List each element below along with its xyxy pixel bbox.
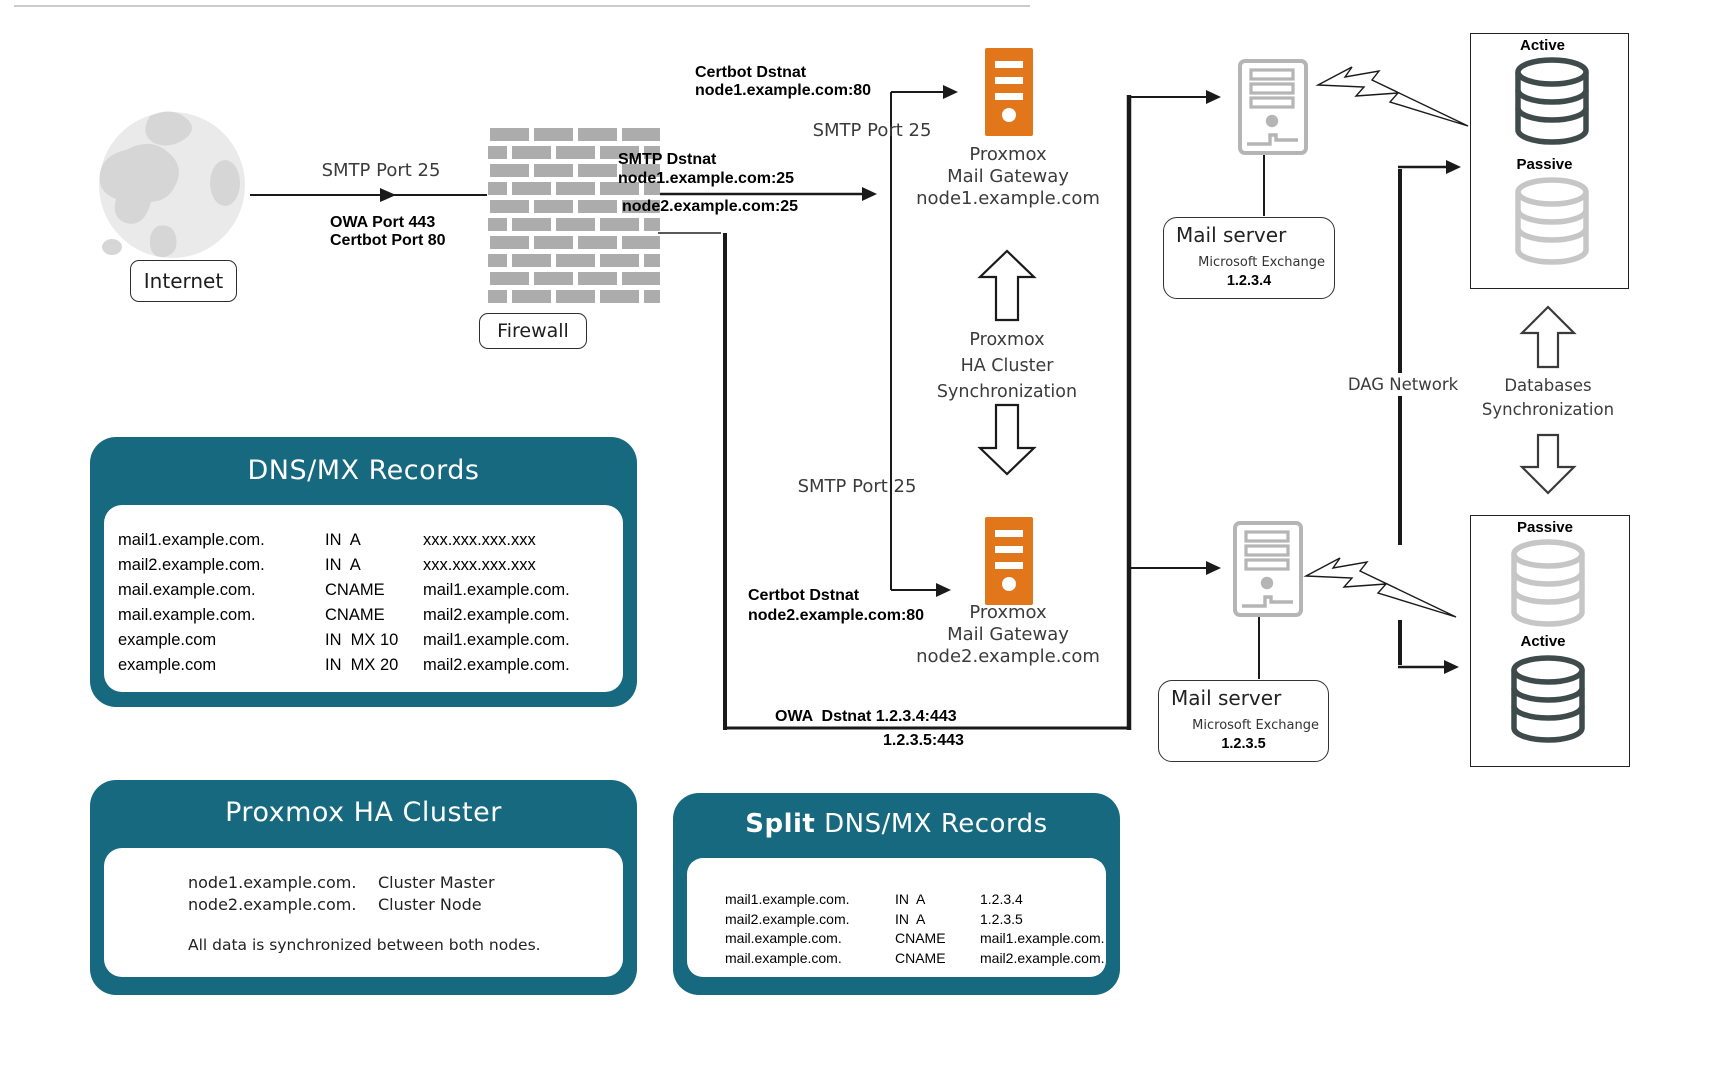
db-sync-label: Databases Synchronization [1481, 376, 1615, 419]
internet-globe-icon [99, 111, 245, 258]
owa-port-label: OWA Port 443 [330, 214, 436, 231]
internet-label: Internet [143, 269, 224, 293]
proxmox-gateway-icon-node1 [985, 48, 1033, 136]
split-title-bold: Split [745, 809, 816, 839]
mail-server-title: Mail server [1176, 223, 1287, 247]
owa-dstnat-label-line2: 1.2.3.5:443 [883, 732, 964, 749]
edge-internet-firewall [250, 188, 487, 202]
db-state-label: Active [1520, 633, 1566, 650]
mail-server-box-2: Mail server Microsoft Exchange 1.2.3.5 [1158, 680, 1329, 762]
certbot-port-label: Certbot Port 80 [330, 232, 446, 249]
ha-sync-note: All data is synchronized between both no… [188, 936, 541, 954]
smtp-port-label-node2: SMTP Port 25 [797, 476, 917, 497]
smtp-dstnat-label: SMTP Dstnat node1.example.com:25 [618, 151, 795, 187]
mail-server-icon-2 [1233, 521, 1303, 617]
firewall-label: Firewall [497, 320, 569, 342]
dag-database-box-1: Active Passive [1470, 33, 1629, 289]
internet-node: Internet [130, 260, 237, 302]
ha-sync-label: Proxmox HA Cluster Synchronization [936, 330, 1078, 402]
owa-dstnat-label: OWA Dstnat 1.2.3.4:443 [775, 708, 957, 725]
proxmox-gateway-icon-node2 [985, 517, 1033, 605]
smtp-port-label-internet: SMTP Port 25 [321, 160, 441, 181]
window-top-border [14, 5, 1030, 7]
mail-server-box-1: Mail server Microsoft Exchange 1.2.3.4 [1163, 217, 1335, 299]
dag-database-box-2: Passive Active [1470, 515, 1630, 767]
dag-network-label: DAG Network [1336, 373, 1470, 396]
mail-server-ip: 1.2.3.5 [1221, 736, 1266, 752]
smtp-dstnat-label-line3: node2.example.com:25 [622, 198, 799, 215]
ha-cluster-panel: node1.example.com.Cluster Master node2.e… [104, 848, 623, 977]
gateway2-label: Proxmox Mail Gateway node2.example.com [916, 602, 1100, 667]
mail-server-icon-1 [1238, 59, 1308, 155]
split-dns-mx-records-box: Split DNS/MX Records mail1.example.com.I… [673, 793, 1120, 995]
split-title-rest: DNS/MX Records [824, 809, 1048, 839]
lightning-bolt-icon [1317, 66, 1469, 127]
firewall-node: Firewall [479, 313, 587, 349]
ha-node-row: node1.example.com.Cluster Master [188, 873, 495, 892]
certbot-dstnat-node2-label: Certbot Dstnat node2.example.com:80 [748, 587, 925, 624]
gateway1-label: Proxmox Mail Gateway node1.example.com [916, 144, 1100, 209]
owa-certbot-ports-label: OWA Port 443 Certbot Port 80 [330, 214, 446, 250]
mail-server-vendor: Microsoft Exchange [1192, 718, 1319, 733]
lightning-bolt-icon [1305, 557, 1457, 618]
proxmox-ha-cluster-box: Proxmox HA Cluster node1.example.com.Clu… [90, 780, 637, 995]
proxmox-ha-cluster-title: Proxmox HA Cluster [225, 797, 502, 828]
ha-node-row: node2.example.com.Cluster Node [188, 895, 482, 914]
db-state-label: Passive [1516, 156, 1573, 173]
smtp-port-label-node1: SMTP Port 25 [812, 120, 932, 141]
db-state-label: Active [1519, 37, 1566, 54]
mail-server-vendor: Microsoft Exchange [1198, 255, 1325, 270]
mail-server-title: Mail server [1171, 686, 1282, 710]
split-dns-mx-records-title: Split DNS/MX Records [673, 809, 1120, 839]
dns-mx-records-title: DNS/MX Records [247, 455, 480, 486]
certbot-dstnat-node1-label: Certbot Dstnat node1.example.com:80 [695, 64, 872, 99]
db-state-label: Passive [1517, 519, 1573, 536]
mail-server-ip: 1.2.3.4 [1226, 273, 1272, 289]
edge-dag-network [1398, 160, 1461, 674]
